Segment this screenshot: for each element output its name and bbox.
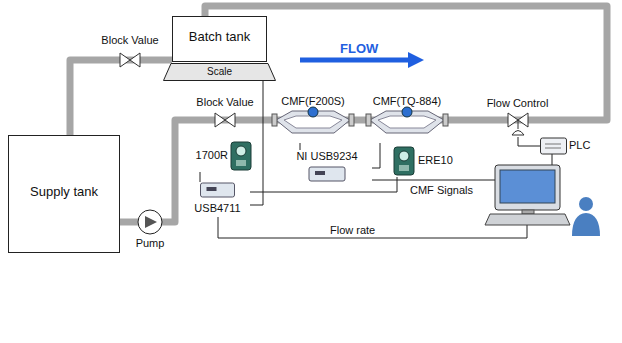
node-label: CMF(TQ-884)	[362, 95, 452, 108]
node-label: Pump	[130, 237, 170, 250]
signal-wire	[218, 217, 527, 238]
node-label: PLC	[569, 139, 609, 152]
computer-screen	[500, 170, 555, 203]
annotation-label: Flow rate	[330, 224, 375, 237]
pipe-line	[120, 219, 130, 226]
person-head	[579, 197, 593, 211]
equipment-fc: Flow Control	[480, 97, 555, 137]
equipment-tx: 1700R	[185, 140, 255, 172]
flow-arrow-head	[408, 52, 424, 68]
node-label: USB4711	[185, 202, 250, 215]
flow-arrow-shaft	[300, 58, 410, 63]
signal-wire	[552, 154, 553, 165]
equipment-cmf: CMF(F200S)	[268, 95, 358, 143]
computer-monitor	[495, 165, 560, 210]
equipment-tx: ERE10	[392, 145, 462, 177]
equipment-plc: PLC	[540, 135, 610, 157]
node-label: 1700R	[185, 149, 228, 162]
annotation-label: CMF Signals	[410, 184, 473, 197]
node-label: NI USB9234	[282, 150, 372, 163]
node-label: Flow Control	[480, 97, 555, 110]
pipe-line	[358, 117, 362, 124]
annotation-label: FLOW	[340, 42, 378, 57]
node-label: Scale	[163, 66, 276, 78]
equipment-scale: Scale	[163, 63, 276, 81]
equipment-tank: Supply tank	[8, 135, 120, 253]
signal-wire	[518, 137, 540, 146]
node-label: Batch tank	[172, 30, 267, 45]
node-label: ERE10	[418, 154, 462, 167]
pipe-line	[170, 120, 190, 222]
pipe-line	[70, 60, 95, 135]
signal-wire	[300, 143, 301, 150]
equipment-valve: Block Value	[95, 34, 165, 68]
pipe-line	[260, 117, 268, 124]
equipment-cmf: CMF(TQ-884)	[362, 95, 452, 143]
equipment-daq2: USB4711	[185, 182, 250, 217]
monitor-stand	[522, 210, 534, 214]
node-label: Supply tank	[8, 185, 120, 200]
person-body	[572, 213, 600, 236]
node-label: Block Value	[190, 96, 260, 109]
node-label: Block Value	[95, 34, 165, 47]
node-label: CMF(F200S)	[268, 95, 358, 108]
signal-wire	[200, 172, 201, 182]
equipment-valve: Block Value	[190, 96, 260, 130]
signal-wire	[372, 180, 495, 181]
pipe-line	[165, 57, 172, 64]
equipment-daq: NI USB9234	[282, 150, 372, 185]
signal-wire	[372, 143, 380, 168]
keyboard	[485, 214, 570, 225]
pipe-line	[452, 117, 480, 124]
equipment-tank: Batch tank	[172, 16, 267, 62]
equipment-pump: Pump	[130, 210, 170, 252]
